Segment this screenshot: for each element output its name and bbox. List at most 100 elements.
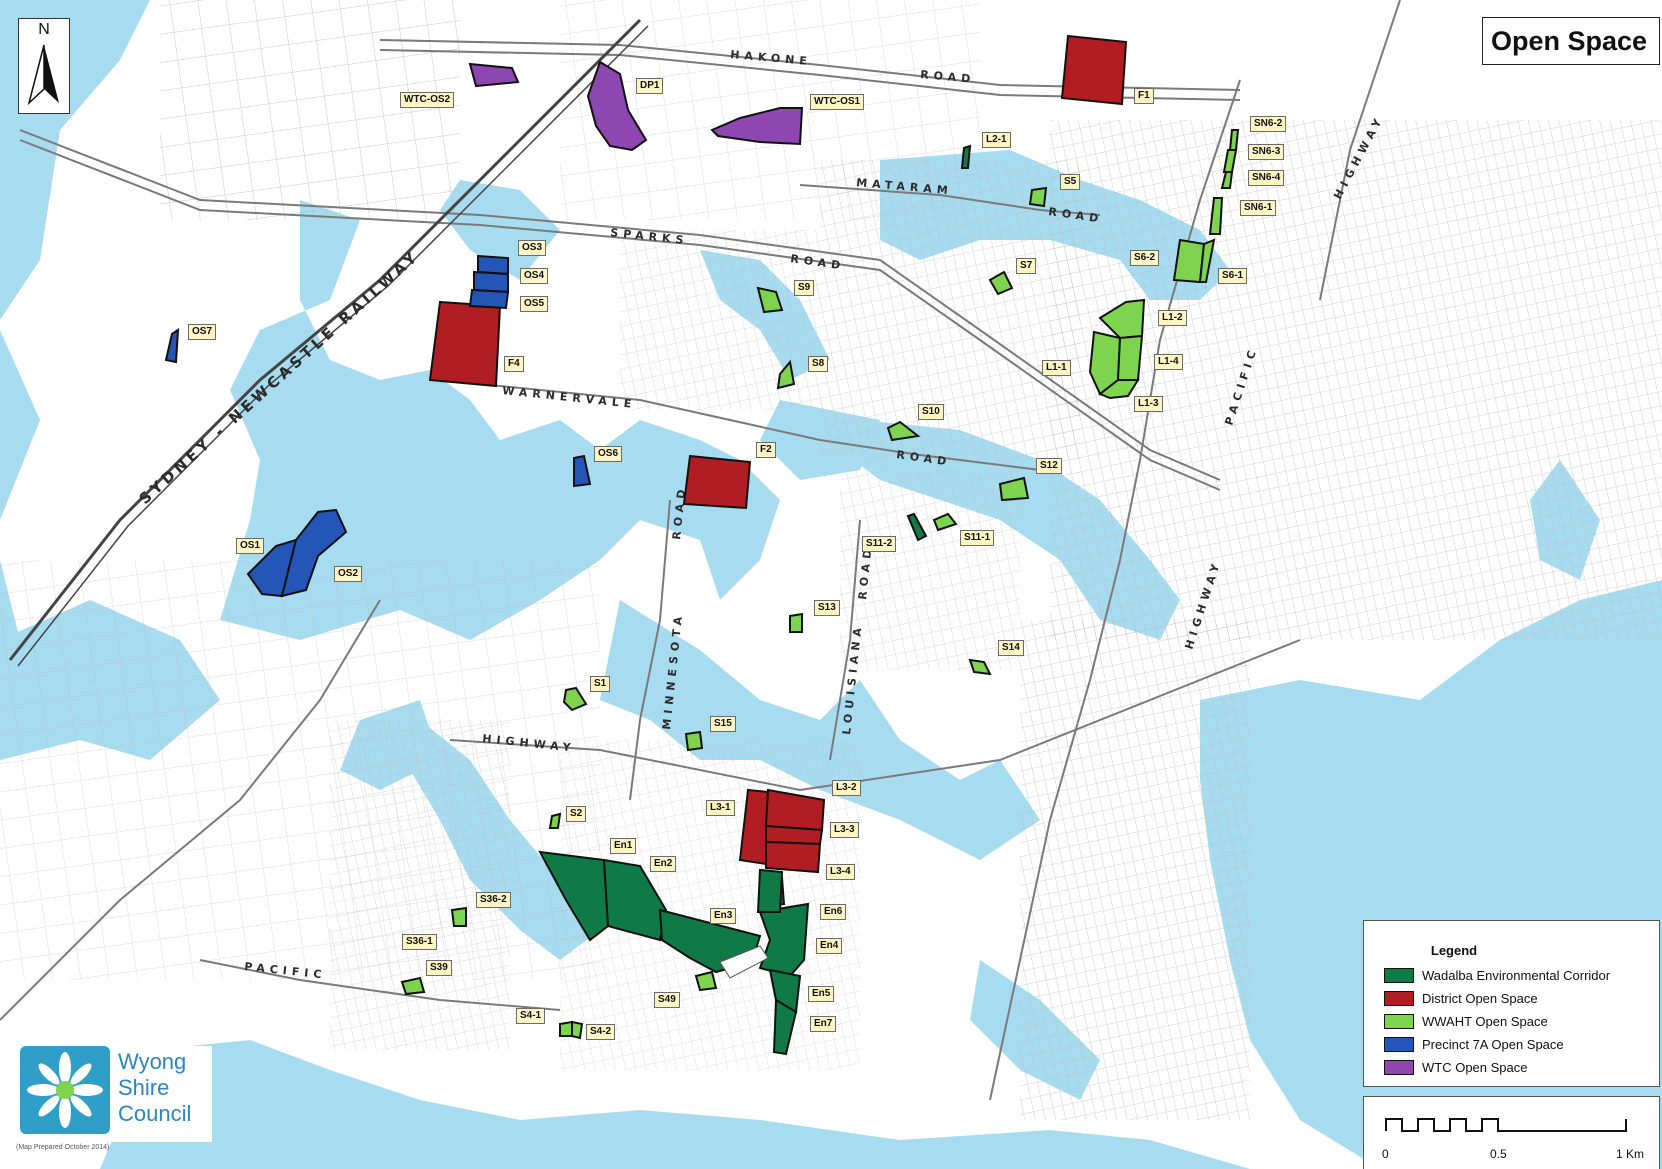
parcel-s36-2[interactable] [450, 906, 467, 927]
label-s10[interactable]: S10 [918, 404, 944, 420]
label-en1[interactable]: En1 [610, 838, 637, 854]
parcel-l3-3[interactable] [765, 824, 824, 846]
label-l3-4[interactable]: L3-4 [826, 864, 855, 880]
label-sn6-2[interactable]: SN6-2 [1250, 116, 1287, 132]
label-s12[interactable]: S12 [1036, 458, 1062, 474]
parcel-s14[interactable] [968, 658, 992, 676]
label-s6-1[interactable]: S6-1 [1218, 268, 1248, 284]
parcel-s39[interactable] [400, 976, 426, 996]
label-s1[interactable]: S1 [590, 676, 611, 692]
parcel-l1-4[interactable] [1116, 334, 1144, 381]
parcel-s6-1[interactable] [1198, 238, 1216, 283]
label-s5[interactable]: S5 [1060, 174, 1081, 190]
parcel-sn6-1[interactable] [1208, 197, 1224, 235]
parcel-s2[interactable] [548, 812, 562, 829]
parcel-s11-2[interactable] [906, 512, 928, 542]
parcel-en1[interactable] [538, 850, 610, 942]
label-s49[interactable]: S49 [654, 992, 680, 1008]
label-os2[interactable]: OS2 [334, 566, 363, 582]
parcel-os2[interactable] [280, 508, 348, 598]
label-os5[interactable]: OS5 [520, 296, 549, 312]
label-s36-1[interactable]: S36-1 [402, 934, 437, 950]
scale-bar-graphic [1385, 1118, 1627, 1132]
parcel-s5[interactable] [1028, 186, 1048, 208]
label-en5[interactable]: En5 [808, 986, 835, 1002]
label-en4[interactable]: En4 [816, 938, 843, 954]
parcel-wtc-os2[interactable] [468, 62, 520, 88]
label-dp1[interactable]: DP1 [636, 78, 664, 94]
parcel-s1[interactable] [562, 686, 588, 712]
parcel-s9[interactable] [756, 286, 784, 314]
parcel-s49[interactable] [694, 970, 718, 992]
label-sn6-3[interactable]: SN6-3 [1248, 144, 1285, 160]
parcel-en7[interactable] [772, 998, 798, 1056]
parcel-sn6-4[interactable] [1220, 171, 1234, 189]
label-s15[interactable]: S15 [710, 716, 736, 732]
parcel-s13[interactable] [789, 612, 803, 633]
parcel-l3-4[interactable] [765, 840, 822, 874]
label-s8[interactable]: S8 [808, 356, 829, 372]
label-en2[interactable]: En2 [650, 856, 677, 872]
parcel-dp1[interactable] [586, 60, 648, 152]
parcel-l1-2[interactable] [1098, 298, 1146, 340]
label-s4-2[interactable]: S4-2 [586, 1024, 616, 1040]
label-en6[interactable]: En6 [820, 904, 847, 920]
scale-label-1km: 1 Km [1616, 1147, 1645, 1161]
label-s11-2[interactable]: S11-2 [862, 536, 897, 552]
label-sn6-4[interactable]: SN6-4 [1248, 170, 1285, 186]
parcel-s6-2[interactable] [1172, 238, 1206, 284]
north-arrow: N [18, 18, 70, 114]
label-l1-2[interactable]: L1-2 [1158, 310, 1187, 326]
label-f1[interactable]: F1 [1134, 88, 1154, 104]
parcel-s12[interactable] [998, 476, 1030, 502]
parcel-os6[interactable] [573, 454, 592, 488]
label-s9[interactable]: S9 [794, 280, 815, 296]
parcel-os7[interactable] [164, 328, 180, 364]
parcel-os4[interactable] [473, 270, 509, 294]
parcel-f1[interactable] [1060, 34, 1128, 106]
parcel-s8[interactable] [776, 359, 796, 390]
label-wtc-os2[interactable]: WTC-OS2 [400, 92, 455, 108]
parcel-wtc-os1[interactable] [710, 107, 804, 146]
label-s2[interactable]: S2 [566, 806, 587, 822]
parcel-sn6-2[interactable] [1228, 129, 1240, 151]
label-s4-1[interactable]: S4-1 [516, 1008, 546, 1024]
label-os3[interactable]: OS3 [518, 240, 547, 256]
parcel-os5[interactable] [468, 288, 510, 310]
parcel-s11-1[interactable] [932, 512, 958, 532]
label-l1-4[interactable]: L1-4 [1154, 354, 1183, 370]
label-f4[interactable]: F4 [504, 356, 524, 372]
label-l3-3[interactable]: L3-3 [830, 822, 859, 838]
label-s14[interactable]: S14 [998, 640, 1024, 656]
label-sn6-1[interactable]: SN6-1 [1240, 200, 1277, 216]
parcel-s7[interactable] [988, 270, 1014, 296]
label-os1[interactable]: OS1 [236, 538, 265, 554]
label-s13[interactable]: S13 [814, 600, 840, 616]
parcel-s10[interactable] [886, 420, 921, 442]
parcel-os3[interactable] [477, 254, 509, 276]
label-wtc-os1[interactable]: WTC-OS1 [810, 94, 865, 110]
label-en3[interactable]: En3 [710, 908, 737, 924]
label-s39[interactable]: S39 [426, 960, 452, 976]
label-en7[interactable]: En7 [810, 1016, 837, 1032]
label-os4[interactable]: OS4 [520, 268, 549, 284]
label-s6-2[interactable]: S6-2 [1130, 250, 1160, 266]
parcel-s15[interactable] [684, 730, 704, 752]
label-l1-1[interactable]: L1-1 [1042, 360, 1071, 376]
parcel-f2[interactable] [682, 454, 752, 510]
parcel-s4-2[interactable] [571, 1020, 584, 1040]
label-f2[interactable]: F2 [756, 442, 776, 458]
label-l3-1[interactable]: L3-1 [706, 800, 735, 816]
label-s11-1[interactable]: S11-1 [960, 530, 995, 546]
label-os7[interactable]: OS7 [188, 324, 217, 340]
parcel-l1-3[interactable] [1098, 379, 1140, 400]
label-l1-3[interactable]: L1-3 [1134, 396, 1163, 412]
label-l2-1[interactable]: L2-1 [982, 132, 1011, 148]
label-s36-2[interactable]: S36-2 [476, 892, 511, 908]
label-l3-2[interactable]: L3-2 [832, 780, 861, 796]
label-os6[interactable]: OS6 [594, 446, 623, 462]
parcel-f4[interactable] [428, 300, 502, 388]
label-s7[interactable]: S7 [1016, 258, 1037, 274]
